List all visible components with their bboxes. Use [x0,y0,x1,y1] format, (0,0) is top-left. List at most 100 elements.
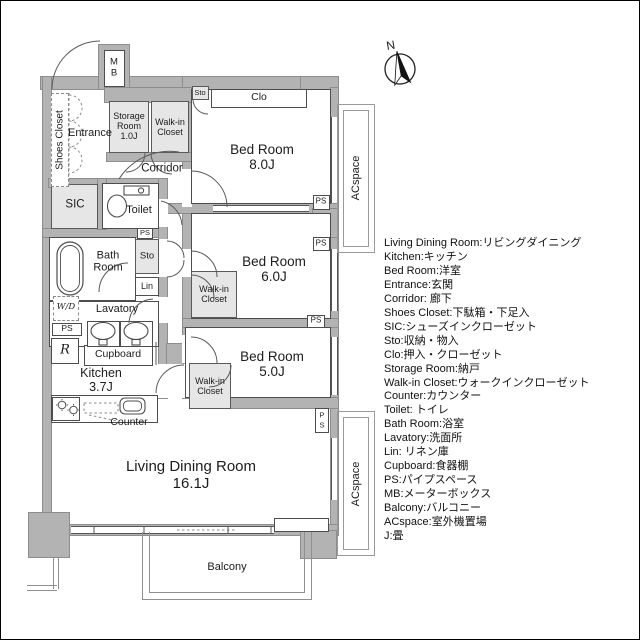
legend-line: J:畳 [384,530,404,543]
legend-line: Cupboard:食器棚 [384,460,469,473]
door-opening [158,297,168,323]
door-opening [182,249,192,277]
wall-segment [28,512,70,558]
bedroom-8-label: Bed Room 8.0J [230,141,294,172]
shoes-closet-label: Shoes Closet [54,110,66,170]
legend-line: Entrance:玄関 [384,278,454,291]
ps-label-6: PS [61,323,73,334]
legend-line: ACspace:室外機置場 [384,516,487,529]
wall-segment [182,76,339,90]
bedroom-6-label: Bed Room 6.0J [242,253,306,284]
legend-line: Living Dining Room:リビングダイニング [384,237,582,249]
ps-label-4: P S [319,410,325,429]
ps-box-5 [137,228,153,239]
basin-icon [90,321,116,341]
door-opening [182,169,192,207]
door-arc-bed5 [190,336,218,364]
door-arc-wic-top [150,152,173,175]
lower-structure-line-v [53,557,59,589]
bathtub-icon-inner [60,245,80,292]
toilet-label: Toilet [126,203,152,216]
meter-box [104,50,125,87]
door-arc-sto-a [166,240,185,259]
wall-segment [300,530,337,559]
door-arc-living [155,364,185,394]
fridge-label: R [60,342,70,358]
folding-door-arc [68,146,83,174]
legend-line: Shoes Closet:下駄箱・下足入 [384,306,530,319]
sic-label: SIC [65,198,85,211]
acspace-bottom-inner [343,417,369,550]
wall-segment [106,152,192,162]
cupboard-label: Cupboard [94,348,142,361]
folding-door-arc [68,94,83,122]
basin-pedestal-icon [98,338,108,346]
ps-box-1 [313,195,330,210]
sto-mid-label: Sto [139,250,155,262]
walk-in-closet-low [189,363,231,409]
kitchen-label: Kitchen 3.7J [80,366,122,394]
corridor-label: Corridor [141,162,183,175]
legend-line: Bath Room:浴室 [384,418,465,431]
legend-line: Lin: リネン庫 [384,446,449,459]
door-arc-wic-low [208,364,232,388]
legend-line: Clo:押入・クローゼット [384,348,503,361]
lin-label: Lin [140,280,154,291]
walk-in-closet-top-label: Walk-in Closet [155,116,185,137]
wall-segment [228,397,339,409]
lin-box [135,277,159,296]
compass-needle-light [394,51,402,87]
stove-burner-icon [56,399,68,411]
ps-box-3 [307,315,325,328]
legend-line: Corridor: 廊下 [384,292,452,305]
wall-segment [182,318,339,328]
door-opening [158,239,168,277]
legend-line: Balcony:バルコニー [384,502,481,515]
bath-room-label: Bath Room [93,249,123,274]
door-opening [158,364,188,398]
door-arc-sto-b [166,259,185,278]
walk-in-closet-mid-label: Walk-in Closet [199,283,229,304]
counter-label: Counter [110,416,148,429]
counter-dashed-edge [83,402,119,414]
sto-top-label: Sto [194,87,206,97]
folding-door-arc [68,120,83,148]
sto-top [192,86,209,100]
bedroom-8 [191,89,331,204]
toilet-cistern-icon [123,185,150,196]
door-arc-lavatory [128,298,154,324]
window-sill [274,518,329,532]
door-arc-bed6 [190,250,218,278]
stove-burner-icon [67,404,80,416]
mb-label: M B [110,56,118,78]
window [331,249,338,311]
balcony-outline-inner [149,532,305,593]
sto-mid [135,239,159,274]
ps-label-2: PS [315,238,327,248]
acspace-bottom [337,411,375,556]
door-opening [158,199,168,227]
compass: N [384,38,416,87]
bedroom-5-label: Bed Room 5.0J [240,348,304,379]
legend-line: Kitchen:キッチン [384,250,468,263]
living-dining-label: Living Dining Room 16.1J [125,458,257,492]
ps-label-1: PS [315,196,327,206]
door-arc-bed8 [190,170,228,208]
window [71,526,274,534]
sic-closet [51,184,98,229]
door-arc-wic-mid [190,274,215,299]
sliding-partition [213,205,309,212]
legend-line: SIC:シューズインクローゼット [384,320,537,333]
legend-line: PS:パイプスペース [384,474,478,487]
door-arc-bath [98,262,129,293]
wall-segment [158,178,168,399]
basin-pedestal-icon [131,338,141,346]
legend-line: MB:メーターボックス [384,488,492,501]
legend-line: Walk-in Closet:ウォークインクローゼット [384,376,590,389]
washer-dryer-label: W/D [56,302,76,313]
door-arc-sto-top [192,99,209,115]
fridge-box [51,338,79,364]
legend-line: Counter:カウンター [384,390,482,403]
acspace-top-inner [343,110,369,247]
